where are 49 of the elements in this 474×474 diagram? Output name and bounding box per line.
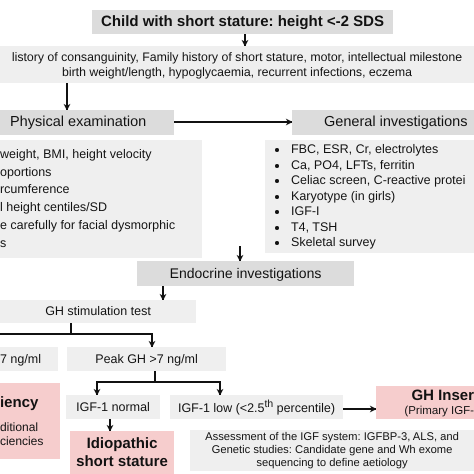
node-text: GH stimulation test (44, 304, 152, 319)
list-item: Ca, PO4, LFTs, ferritin (291, 158, 470, 174)
node-text: 7 ng/ml (0, 352, 42, 366)
process-box (67, 347, 226, 371)
list-item: s (0, 234, 8, 252)
list-item: FBC, ESR, Cr, electrolytes (291, 142, 470, 158)
node-text: Physical examination (10, 114, 148, 131)
heading-text: iency (0, 394, 40, 411)
list-item: e carefully for facial dysmorphic (0, 216, 176, 234)
arrow (236, 246, 244, 262)
list-item: weight, BMI, height velocity (0, 146, 152, 163)
arrow (106, 419, 114, 432)
node-text: Endocrine investigations (168, 265, 322, 282)
list-item: rcumference (0, 181, 70, 198)
arrow (174, 118, 293, 126)
process-box (265, 140, 474, 253)
outcome-box (376, 386, 474, 419)
process-box (66, 395, 160, 419)
title-box (92, 10, 393, 34)
arrow (160, 286, 166, 301)
list-item: Skeletal survey (291, 235, 470, 251)
heading-text: Child with short stature: height <-2 SDS (100, 13, 385, 31)
outcome-box (0, 383, 60, 459)
node-text: Assessment of the IGF system: IGFBP-3, ALS, and Genetic studies: Candidate gene and Wh exome sequencing to define aetiology (204, 431, 460, 470)
node-text: IGF-1 normal (75, 400, 151, 414)
arrow (343, 406, 377, 412)
process-box (0, 46, 474, 83)
heading-box (292, 110, 474, 135)
node-text: Peak GH >7 ng/ml (94, 352, 199, 366)
list-item: l height centiles/SD (0, 199, 108, 216)
process-box (170, 395, 343, 419)
node-text: (Primary IGF- (403, 404, 474, 418)
node-text: listory of consanguinity, Family history of short stature, motor, intellectual milestone birth weight/length, hypoglycaemia, recurrent infections, eczema (10, 50, 464, 79)
heading-box (0, 110, 174, 135)
list-item: T4, TSH (291, 220, 470, 236)
list-item: IGF-I (291, 204, 470, 220)
arrow (242, 34, 248, 47)
heading-text: Idiopathic short stature (75, 435, 169, 470)
node-text: IGF-1 low (<2.5$^{th}$ percentile) (176, 398, 336, 416)
list-item: oportions (0, 164, 52, 181)
list-item: Karyotype (in girls) (291, 188, 470, 204)
list-item: Celiac screen, C-reactive protei (291, 173, 470, 189)
node-text: General investigations (324, 114, 468, 131)
node-text: ditional ciencies (0, 420, 44, 448)
process-box (0, 300, 196, 323)
arrow (64, 83, 70, 111)
heading-box (137, 261, 354, 286)
arrow (154, 371, 224, 396)
heading-text: GH Inser (410, 387, 474, 405)
